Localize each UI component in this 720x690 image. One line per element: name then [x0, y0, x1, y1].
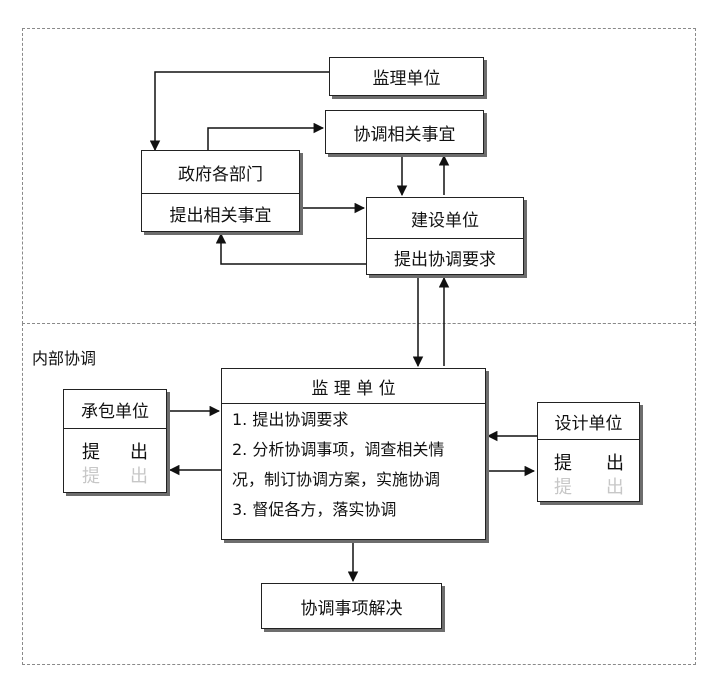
- builder-box: 建设单位 提出协调要求: [366, 197, 524, 275]
- coord-matters-label: 协调相关事宜: [353, 124, 456, 145]
- builder-title: 建设单位: [411, 210, 479, 231]
- coord-matters-box: 协调相关事宜: [325, 110, 484, 154]
- contractor-box: 承包单位 提 出 提 出: [63, 389, 167, 493]
- arrow-builder-to-gov: [215, 232, 366, 265]
- designer-faded-right: 出: [606, 477, 624, 498]
- supervisor-main-lines: 1. 提出协调要求 2. 分析协调事项，调查相关情 况，制订协调方案，实施协调 …: [232, 405, 479, 525]
- supervisor-main-line-1: 1. 提出协调要求: [232, 410, 349, 429]
- supervisor-main-title: 监 理 单 位: [311, 378, 396, 399]
- supervisor-main-line-2: 2. 分析协调事项，调查相关情: [232, 440, 445, 459]
- designer-faded-left: 提: [554, 477, 572, 498]
- builder-sub: 提出协调要求: [367, 238, 523, 276]
- arrow-gov-to-coord: [207, 122, 325, 150]
- supervisor-main-box: 监 理 单 位 1. 提出协调要求 2. 分析协调事项，调查相关情 况，制订协调…: [221, 368, 486, 540]
- designer-sub-right: 出: [606, 453, 624, 474]
- contractor-faded-right: 出: [130, 466, 148, 487]
- contractor-title: 承包单位: [81, 401, 149, 422]
- gov-title: 政府各部门: [178, 164, 263, 185]
- supervisor-main-line-3: 况，制订协调方案，实施协调: [232, 470, 441, 489]
- supervisor-main-line-4: 3. 督促各方，落实协调: [232, 500, 397, 519]
- contractor-sub-right: 出: [130, 442, 148, 463]
- contractor-sub-left: 提: [82, 442, 100, 463]
- resolved-box: 协调事项解决: [261, 583, 442, 629]
- designer-title: 设计单位: [554, 413, 623, 434]
- contractor-faded-left: 提: [82, 466, 100, 487]
- gov-sub: 提出相关事宜: [142, 193, 299, 233]
- supervisor-top-box: 监理单位: [329, 57, 484, 96]
- internal-coordination-label: 内部协调: [32, 349, 97, 368]
- designer-sub-left: 提: [554, 453, 572, 474]
- internal-coordination-region: [22, 323, 696, 665]
- gov-box: 政府各部门 提出相关事宜: [141, 150, 300, 232]
- supervisor-top-label: 监理单位: [372, 69, 441, 89]
- designer-box: 设计单位 提 出 提 出: [537, 402, 640, 502]
- arrow-supervisor-to-gov: [149, 71, 329, 152]
- resolved-label: 协调事项解决: [300, 598, 403, 619]
